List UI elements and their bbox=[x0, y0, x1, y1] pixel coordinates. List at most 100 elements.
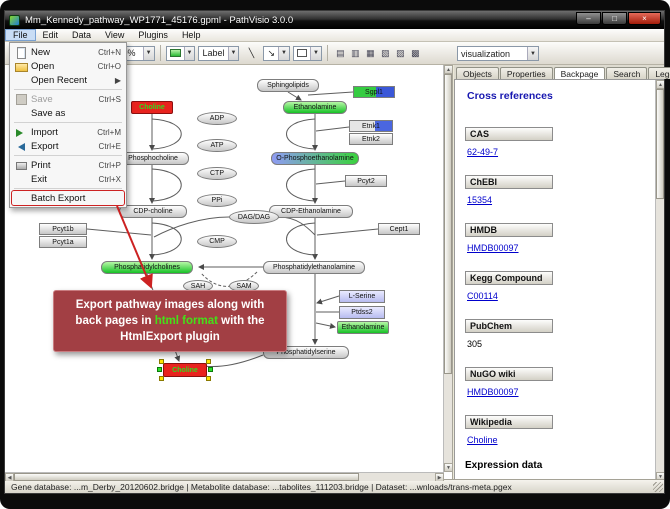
minimize-button[interactable] bbox=[576, 12, 601, 25]
menu-data[interactable]: Data bbox=[72, 30, 92, 40]
canvas-horizontal-scrollbar[interactable] bbox=[5, 472, 444, 481]
menu-item-save-as[interactable]: Save as bbox=[12, 106, 124, 120]
shape-icon bbox=[296, 49, 307, 57]
node-etnk1[interactable]: Etnk1 bbox=[349, 120, 393, 132]
node-cept1[interactable]: Cept1 bbox=[378, 223, 420, 235]
arrow-tool-icon: ↘ bbox=[267, 47, 275, 58]
tab-legend[interactable]: Legend bbox=[648, 67, 670, 79]
node-pcyt1b[interactable]: Pcyt1b bbox=[39, 223, 87, 235]
node-pcyt1a[interactable]: Pcyt1a bbox=[39, 236, 87, 248]
node-ctp[interactable]: CTP bbox=[197, 167, 237, 180]
distribute-vertical-icon[interactable]: ▨ bbox=[396, 47, 405, 58]
tab-objects[interactable]: Objects bbox=[456, 67, 499, 79]
visualization-select[interactable]: visualization ▼ bbox=[457, 46, 539, 61]
node-ethanolamine[interactable]: Ethanolamine bbox=[337, 321, 389, 334]
node-dag-dag[interactable]: DAG/DAG bbox=[229, 210, 279, 224]
xref-link-hmdb00097[interactable]: HMDB00097 bbox=[467, 387, 519, 397]
panel-scrollbar[interactable]: ▼ bbox=[655, 80, 664, 481]
panel-scroll-thumb[interactable] bbox=[656, 89, 664, 199]
label-tool-dropdown[interactable]: Label ▼ bbox=[198, 45, 240, 61]
align-left-icon[interactable]: ▤ bbox=[336, 47, 345, 58]
tab-properties[interactable]: Properties bbox=[499, 67, 553, 79]
align-center-icon[interactable]: ▥ bbox=[351, 47, 360, 58]
close-button[interactable] bbox=[628, 12, 661, 25]
distribute-horizontal-icon[interactable]: ▧ bbox=[381, 47, 390, 58]
node-phosphatidylcholines[interactable]: Phosphatidylcholines bbox=[101, 261, 193, 274]
menu-item-batch-export[interactable]: Batch Export bbox=[11, 190, 125, 206]
menu-help[interactable]: Help bbox=[181, 30, 201, 40]
open-folder-icon bbox=[15, 60, 28, 72]
node-phosphatidylethanolamine[interactable]: Phosphatidylethanolamine bbox=[263, 261, 365, 274]
toolbar-separator bbox=[326, 45, 328, 61]
node-choline[interactable]: Choline bbox=[131, 101, 173, 114]
xref-link-choline[interactable]: Choline bbox=[467, 435, 498, 445]
node-adp[interactable]: ADP bbox=[197, 112, 237, 125]
title-bar[interactable]: Mm_Kennedy_pathway_WP1771_45176.gpml - P… bbox=[5, 11, 664, 29]
selection-handle[interactable] bbox=[208, 367, 213, 372]
node-cdp-choline[interactable]: CDP-choline bbox=[119, 205, 187, 218]
menu-item-open-recent[interactable]: Open Recent▶ bbox=[12, 73, 124, 87]
node-etnk2[interactable]: Etnk2 bbox=[349, 133, 393, 145]
scroll-left-button[interactable] bbox=[5, 473, 14, 481]
selection-handle[interactable] bbox=[206, 376, 211, 381]
selection-handle[interactable] bbox=[157, 367, 162, 372]
node-l-serine[interactable]: L-Serine bbox=[339, 290, 385, 303]
node-ppi[interactable]: PPi bbox=[197, 194, 237, 207]
selection-handle[interactable] bbox=[159, 359, 164, 364]
resize-grip[interactable] bbox=[653, 482, 663, 492]
node-cdp-ethanolamine[interactable]: CDP-Ethanolamine bbox=[269, 205, 353, 218]
arrow-tool-dropdown[interactable]: ↘ ▼ bbox=[263, 45, 290, 61]
selection-handle[interactable] bbox=[159, 376, 164, 381]
menu-shortcut: Ctrl+O bbox=[97, 61, 121, 71]
xref-header-hmdb: HMDB bbox=[465, 223, 553, 237]
menu-plugins[interactable]: Plugins bbox=[138, 30, 168, 40]
node-sphingolipids[interactable]: Sphingolipids bbox=[257, 79, 319, 92]
node-phosphocholine[interactable]: Phosphocholine bbox=[117, 152, 189, 165]
xref-value-305: 305 bbox=[467, 339, 483, 349]
scroll-up-button[interactable] bbox=[444, 65, 452, 74]
node-pcyt2[interactable]: Pcyt2 bbox=[345, 175, 387, 187]
menu-edit[interactable]: Edit bbox=[42, 30, 59, 40]
node-o-phosphoethanolamine[interactable]: O-Phosphoethanolamine bbox=[271, 152, 359, 165]
canvas-vertical-scrollbar[interactable] bbox=[443, 65, 452, 472]
node-ethanolamine[interactable]: Ethanolamine bbox=[283, 101, 347, 114]
horizontal-scroll-thumb[interactable] bbox=[14, 473, 359, 481]
node-cmp[interactable]: CMP bbox=[197, 235, 237, 248]
xref-link-hmdb00097[interactable]: HMDB00097 bbox=[467, 243, 519, 253]
line-tool-button[interactable]: ╲ bbox=[248, 47, 255, 58]
node-choline[interactable]: Choline bbox=[163, 363, 207, 377]
vertical-scroll-thumb[interactable] bbox=[444, 74, 452, 374]
node-atp[interactable]: ATP bbox=[197, 139, 237, 152]
scroll-down-button[interactable] bbox=[444, 463, 452, 472]
node-sgpl1[interactable]: Sgpl1 bbox=[353, 86, 395, 98]
side-panel: ObjectsPropertiesBackpageSearchLegend Cr… bbox=[454, 65, 670, 481]
menu-separator bbox=[14, 89, 122, 90]
xref-link-62-49-7[interactable]: 62-49-7 bbox=[467, 147, 499, 157]
datanode-tool-dropdown[interactable]: ▼ bbox=[165, 45, 196, 61]
menu-file[interactable]: File bbox=[5, 29, 36, 41]
scroll-right-button[interactable] bbox=[435, 473, 444, 481]
stack-objects-icon[interactable]: ▩ bbox=[411, 47, 420, 58]
maximize-button[interactable] bbox=[602, 12, 627, 25]
selection-handle[interactable] bbox=[206, 359, 211, 364]
shape-tool-dropdown[interactable]: ▼ bbox=[292, 45, 322, 61]
tab-backpage[interactable]: Backpage bbox=[553, 67, 606, 79]
toolbar-separator bbox=[159, 45, 161, 61]
scroll-up-button[interactable] bbox=[656, 80, 664, 89]
xref-link-c00114[interactable]: C00114 bbox=[467, 291, 498, 301]
xref-link-15354[interactable]: 15354 bbox=[467, 195, 493, 205]
menu-view[interactable]: View bbox=[105, 30, 125, 40]
align-right-icon[interactable]: ▦ bbox=[366, 47, 375, 58]
tab-search[interactable]: Search bbox=[606, 67, 648, 79]
node-ptdss2[interactable]: Ptdss2 bbox=[339, 306, 385, 319]
